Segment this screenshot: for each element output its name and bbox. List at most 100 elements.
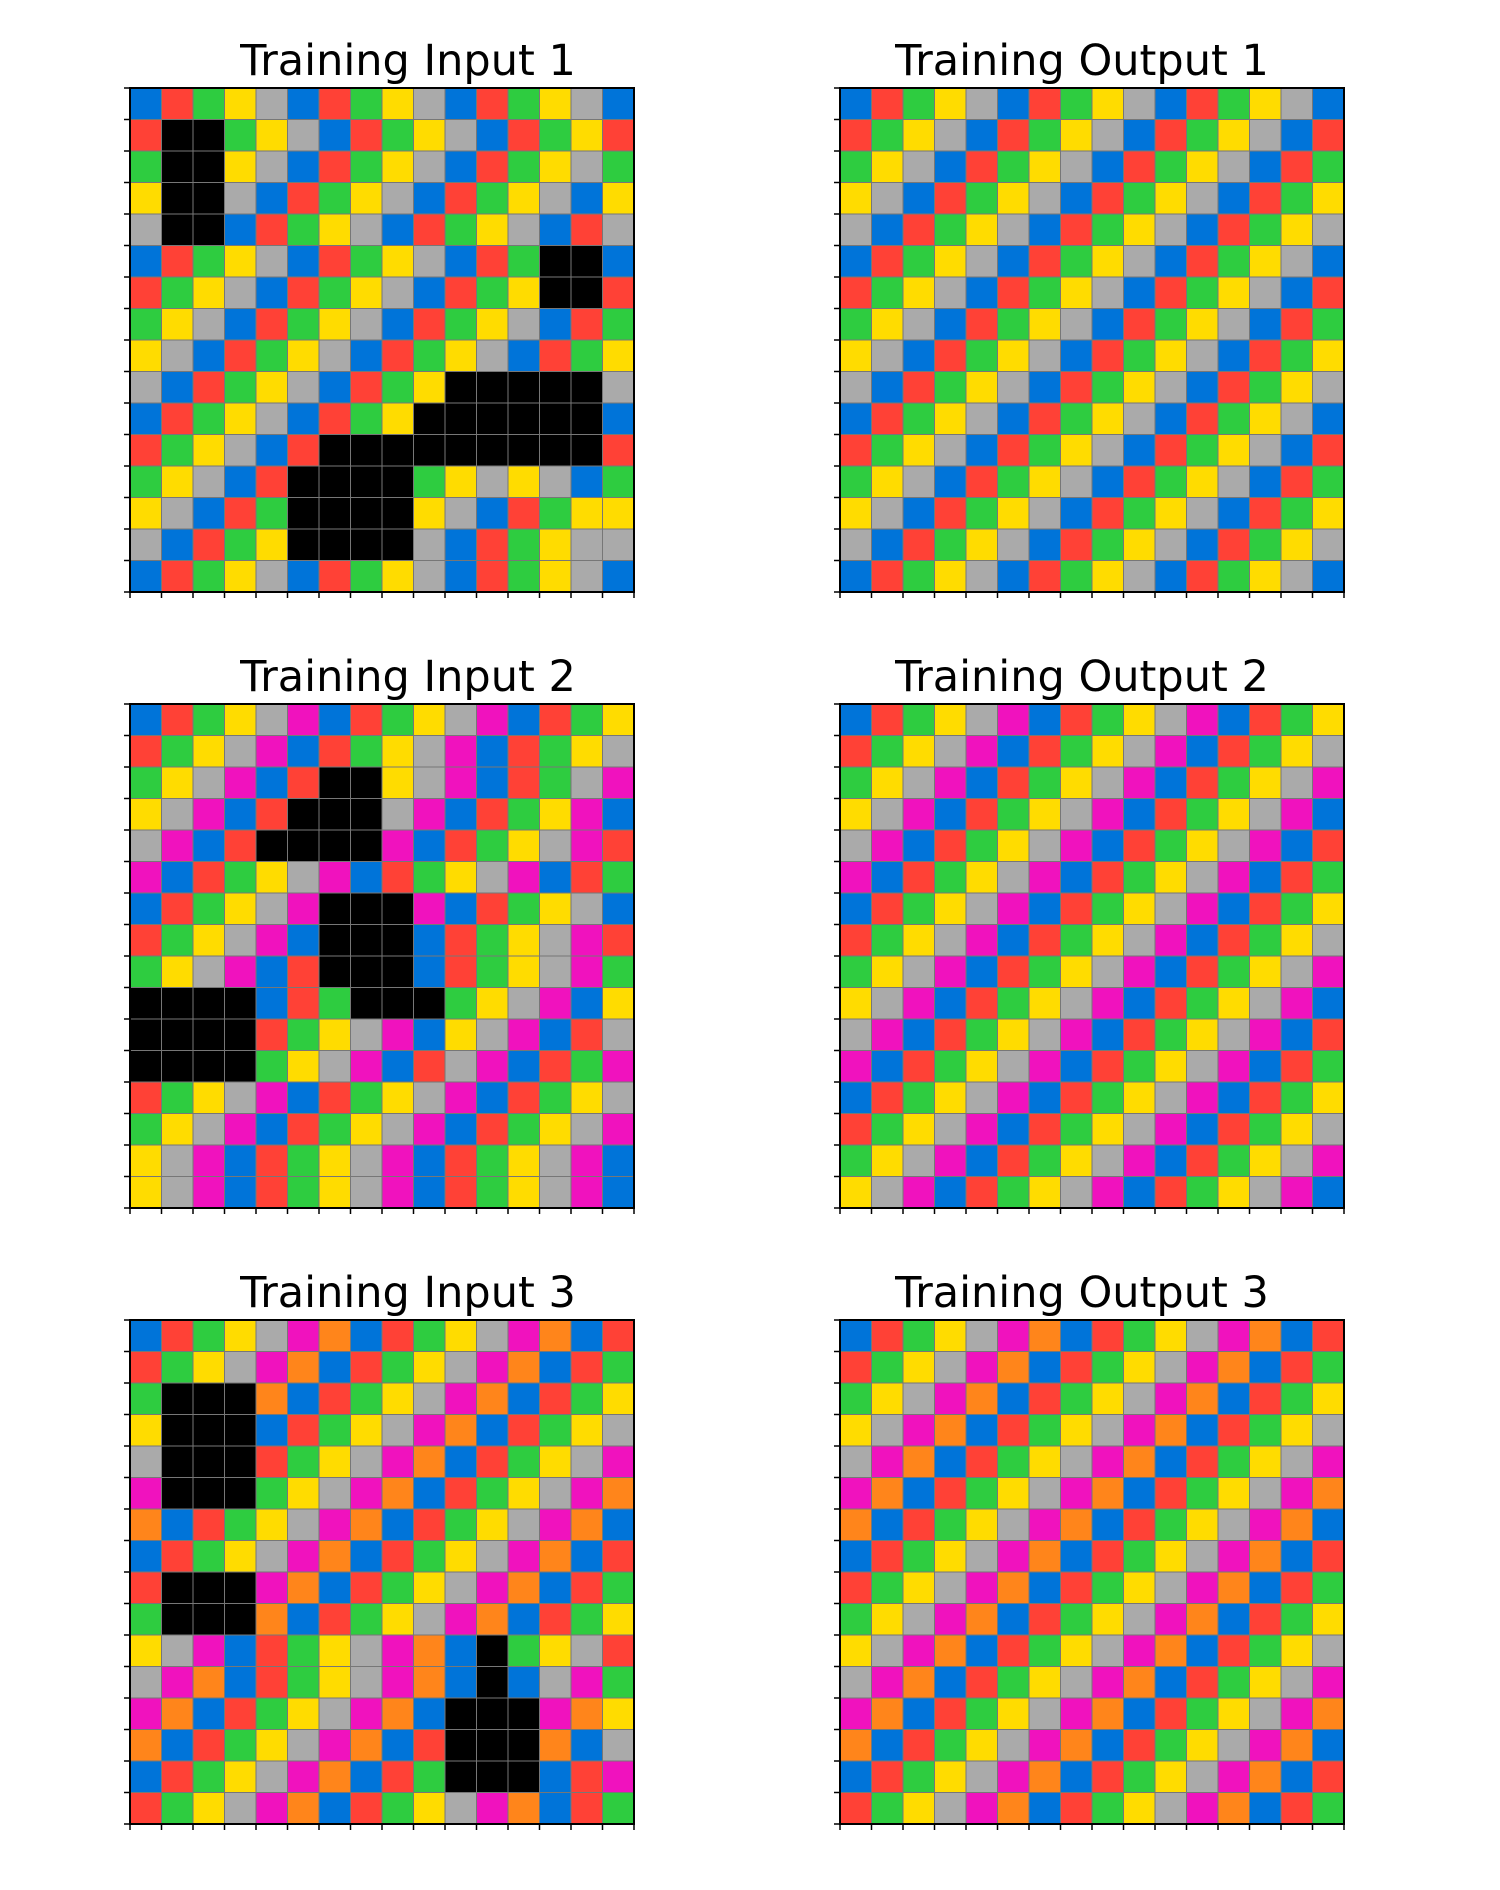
grid-cell	[381, 1571, 414, 1604]
grid-cell	[1312, 1729, 1345, 1762]
grid-cell	[965, 119, 998, 152]
grid-cell	[1028, 308, 1061, 341]
grid-cell	[1091, 528, 1124, 561]
grid-cell	[1060, 1050, 1093, 1083]
grid-cell	[192, 1729, 225, 1762]
grid-cell	[1123, 1050, 1156, 1083]
grid-cell	[224, 1477, 257, 1510]
grid-cell	[997, 1729, 1030, 1762]
grid-cell	[350, 1176, 383, 1209]
grid-cell	[539, 1382, 572, 1415]
grid-cell	[224, 1729, 257, 1762]
grid-cell	[871, 1571, 904, 1604]
grid-cell	[1217, 829, 1250, 862]
grid-cell	[381, 1666, 414, 1699]
grid-cell	[1312, 766, 1345, 799]
grid-cell	[350, 829, 383, 862]
grid-cell	[871, 1176, 904, 1209]
grid-cell	[902, 1018, 935, 1051]
grid-cell	[1249, 1508, 1282, 1541]
grid-cell	[902, 1792, 935, 1825]
grid-cell	[839, 119, 872, 152]
grid-cell	[1028, 560, 1061, 593]
grid-cell	[381, 1382, 414, 1415]
grid-cell	[1280, 276, 1313, 309]
grid-cell	[129, 1050, 162, 1083]
grid-cell	[507, 1666, 540, 1699]
grid-cell	[1312, 1445, 1345, 1478]
grid-cell	[444, 150, 477, 183]
grid-cell	[871, 1144, 904, 1177]
grid-cell	[1123, 924, 1156, 957]
grid-cell	[1091, 829, 1124, 862]
grid-cell	[1249, 371, 1282, 404]
grid-cell	[381, 703, 414, 736]
grid-cell	[1028, 829, 1061, 862]
grid-cell	[161, 1634, 194, 1667]
grid-cell	[413, 1050, 446, 1083]
grid-cell	[1028, 276, 1061, 309]
grid-cell	[871, 1666, 904, 1699]
grid-cell	[839, 497, 872, 530]
grid-cell	[902, 703, 935, 736]
grid-cell	[1060, 528, 1093, 561]
grid-cell	[1154, 1351, 1187, 1384]
grid-cell	[1280, 213, 1313, 246]
grid-cell	[350, 150, 383, 183]
grid-cell	[1091, 1760, 1124, 1793]
grid-cell	[255, 1319, 288, 1352]
grid-cell	[602, 1176, 635, 1209]
grid-cell	[934, 1319, 967, 1352]
grid-cell	[129, 402, 162, 435]
grid-cell	[161, 1445, 194, 1478]
grid-cell	[539, 339, 572, 372]
grid-cell	[839, 1760, 872, 1793]
grid-cell	[318, 1081, 351, 1114]
grid-cell	[1186, 1697, 1219, 1730]
grid-cell	[871, 339, 904, 372]
grid-cell	[255, 1477, 288, 1510]
grid-cell	[444, 798, 477, 831]
grid-cell	[350, 987, 383, 1020]
grid-cell	[192, 1477, 225, 1510]
grid-cell	[1217, 1666, 1250, 1699]
grid-cell	[161, 213, 194, 246]
grid-cell	[1217, 1176, 1250, 1209]
grid-cell	[1312, 276, 1345, 309]
grid-cell	[129, 434, 162, 467]
grid-cell	[255, 528, 288, 561]
grid-cell	[1249, 703, 1282, 736]
grid-cell	[1186, 1144, 1219, 1177]
grid-cell	[1186, 1540, 1219, 1573]
grid-cell	[1249, 1081, 1282, 1114]
grid-cell	[507, 1113, 540, 1146]
grid-cell	[1028, 245, 1061, 278]
grid-cell	[287, 1414, 320, 1447]
grid-cell	[255, 497, 288, 530]
grid-cell	[1060, 861, 1093, 894]
grid-cell	[507, 1081, 540, 1114]
grid-cell	[287, 1571, 320, 1604]
grid-cell	[224, 1603, 257, 1636]
grid-cell	[129, 1382, 162, 1415]
grid-cell	[1249, 829, 1282, 862]
grid-cell	[444, 1382, 477, 1415]
grid-cell	[1060, 1081, 1093, 1114]
grid-cell	[255, 1351, 288, 1384]
grid-cell	[1249, 1603, 1282, 1636]
grid-cell	[570, 497, 603, 530]
grid-cell	[1123, 955, 1156, 988]
grid-cell	[224, 987, 257, 1020]
grid-cell	[1249, 1050, 1282, 1083]
grid-cell	[350, 1792, 383, 1825]
grid-cell	[602, 528, 635, 561]
grid-cell	[444, 528, 477, 561]
grid-cell	[507, 560, 540, 593]
grid-cell	[255, 245, 288, 278]
grid-cell	[129, 1351, 162, 1384]
grid-cell	[539, 119, 572, 152]
grid-cell	[965, 735, 998, 768]
grid-cell	[161, 87, 194, 120]
grid-cell	[997, 924, 1030, 957]
grid-cell	[129, 245, 162, 278]
